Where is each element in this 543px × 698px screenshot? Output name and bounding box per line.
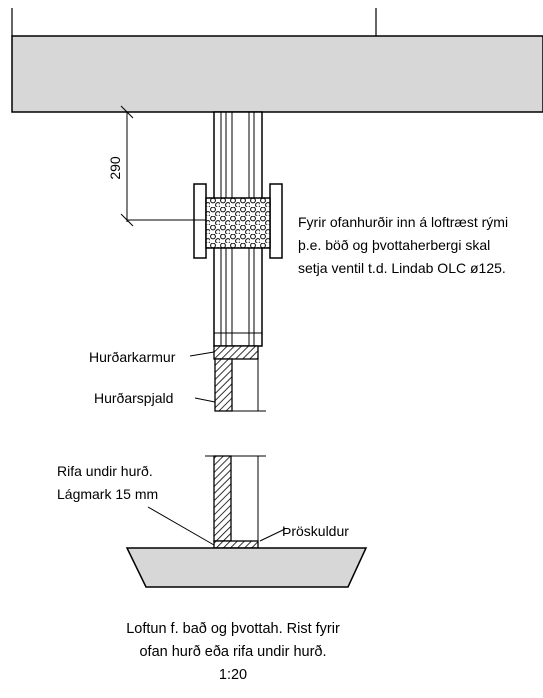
floor-slab bbox=[125, 547, 368, 588]
dimension-value: 290 bbox=[107, 156, 123, 180]
vent-note-line-1: Fyrir ofanhurðir inn á loftræst rými bbox=[298, 214, 508, 230]
caption-line-1: Loftun f. bað og þvottah. Rist fyrir bbox=[126, 621, 340, 637]
caption-line-2: ofan hurð eða rifa undir hurð. bbox=[139, 644, 326, 660]
panel-label: Hurðarspjald bbox=[94, 390, 173, 406]
vent-note-line-2: þ.e. böð og þvottaherbergi skal bbox=[298, 237, 490, 253]
leader-lines bbox=[147, 351, 286, 546]
vent-grille bbox=[205, 197, 271, 249]
vent-flange-left bbox=[193, 183, 207, 259]
frame-head bbox=[213, 345, 259, 360]
dimension-line bbox=[120, 105, 206, 227]
frame-label: Hurðarkarmur bbox=[89, 349, 176, 365]
ceiling-slab bbox=[11, 35, 543, 113]
threshold-label: Þröskuldur bbox=[282, 523, 349, 539]
vent-flange-right bbox=[269, 183, 283, 259]
door-panel-lower bbox=[213, 455, 232, 542]
caption-scale: 1:20 bbox=[219, 667, 247, 683]
door-panel-upper bbox=[214, 358, 233, 412]
gap-label-line-1: Rifa undir hurð. bbox=[57, 463, 153, 479]
threshold-strip bbox=[213, 540, 259, 549]
vent-note-line-3: setja ventil t.d. Lindab OLC ø125. bbox=[298, 260, 506, 276]
gap-label-line-2: Lágmark 15 mm bbox=[57, 486, 158, 502]
